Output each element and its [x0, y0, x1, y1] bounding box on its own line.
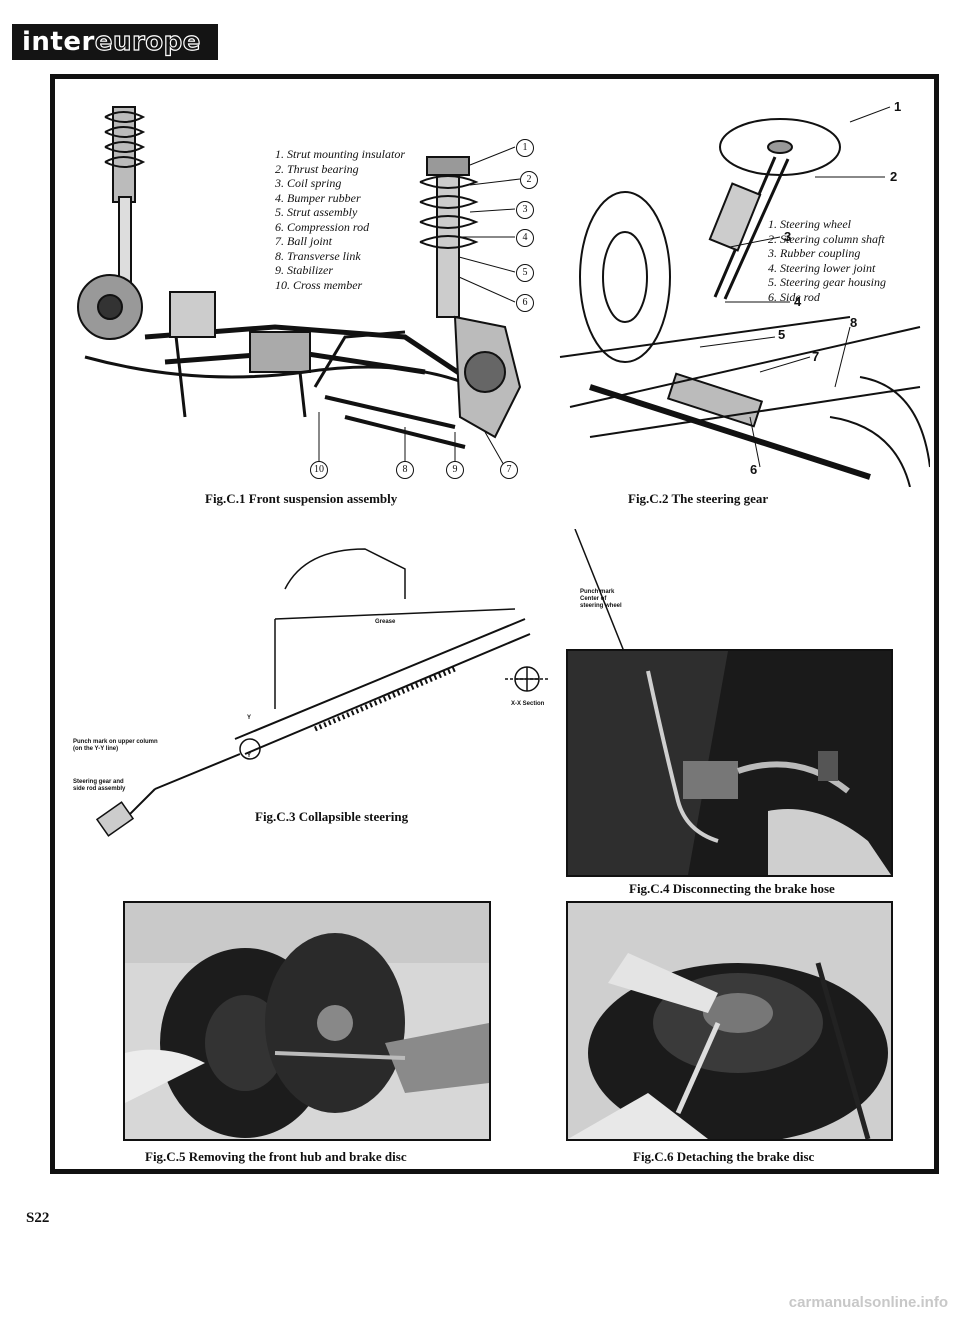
legend-item: 9. Stabilizer: [275, 263, 334, 277]
fig-c4-photo: [566, 649, 893, 877]
figures-frame: 1. Strut mounting insulator 2. Thrust be…: [50, 74, 939, 1174]
callout-5: 5: [778, 327, 786, 342]
hub-disc-photo: [125, 903, 489, 1139]
fig-c6-caption: Fig.C.6 Detaching the brake disc: [633, 1149, 815, 1164]
callout-1: 1: [516, 139, 534, 157]
callout-9: 9: [446, 461, 464, 479]
callout-5: 5: [516, 264, 534, 282]
fig-c3-illustration: Punch mark Center of steering wheel Grea…: [73, 529, 635, 859]
legend-item: 5. Steering gear housing: [768, 275, 886, 289]
fig-c1-legend: 1. Strut mounting insulator 2. Thrust be…: [275, 147, 405, 292]
callout-3: 3: [516, 201, 534, 219]
note-section: X-X Section: [511, 701, 545, 707]
callout-6: 6: [516, 294, 534, 312]
note-punch-column: Punch mark on upper column (on the Y-Y l…: [73, 739, 158, 752]
legend-item: 2. Steering column shaft: [768, 231, 885, 246]
callout-7: 7: [812, 349, 820, 364]
legend-item: 4. Bumper rubber: [275, 190, 361, 205]
fig-c5-caption: Fig.C.5 Removing the front hub and brake…: [145, 1149, 407, 1164]
callout-2: 2: [890, 169, 898, 184]
fig-c1-caption: Fig.C.1 Front suspension assembly: [205, 491, 398, 506]
note-grease: Grease: [375, 619, 396, 625]
callout-10: 10: [310, 461, 328, 479]
note-y-bottom: Y: [247, 753, 252, 759]
legend-item: 7. Ball joint: [275, 234, 332, 248]
callout-7: 7: [500, 461, 518, 479]
brand-part2: europe: [94, 26, 201, 57]
footer-watermark[interactable]: carmanualsonline.info: [788, 1294, 948, 1311]
fig-c6-photo: [566, 901, 893, 1141]
callout-6: 6: [750, 462, 758, 477]
legend-item: 3. Coil spring: [275, 176, 342, 190]
legend-item: 1. Strut mounting insulator: [275, 147, 406, 161]
fig-c2-legend: 1. Steering wheel 2. Steering column sha…: [768, 217, 886, 304]
suspension-drawing: [77, 106, 522, 468]
steering-gear-drawing: [559, 106, 930, 487]
note-y-top: Y: [247, 715, 252, 721]
callout-8: 8: [850, 315, 858, 330]
fig-c2-caption: Fig.C.2 The steering gear: [628, 491, 769, 506]
legend-item: 10. Cross member: [275, 277, 363, 292]
legend-item: 8. Transverse link: [275, 248, 361, 263]
legend-item: 2. Thrust bearing: [275, 161, 359, 176]
fig-c2-illustration: 1 2 3 4 5 7 8 6 1. Steering wheel 2. Ste…: [550, 87, 930, 487]
legend-item: 6. Side rod: [768, 289, 820, 304]
fig-c4-caption: Fig.C.4 Disconnecting the brake hose: [629, 881, 835, 896]
legend-item: 6. Compression rod: [275, 219, 370, 234]
callout-3: 3: [784, 229, 792, 244]
callout-2: 2: [520, 171, 538, 189]
note-punch-wheel: Punch mark Center of steering wheel: [580, 589, 622, 609]
legend-item: 4. Steering lower joint: [768, 260, 876, 275]
brake-disc-photo: [568, 903, 891, 1139]
brake-hose-photo: [568, 651, 891, 875]
collapsible-steering-drawing: [95, 529, 635, 837]
callout-4: 4: [794, 294, 802, 309]
fig-c5-photo: [123, 901, 491, 1141]
callout-1: 1: [894, 99, 902, 114]
fig-c3-caption: Fig.C.3 Collapsible steering: [255, 809, 409, 824]
callout-8a: 8: [396, 461, 414, 479]
brand-part1: inter: [22, 27, 95, 57]
legend-item: 1. Steering wheel: [768, 217, 851, 231]
callout-4: 4: [516, 229, 534, 247]
legend-item: 3. Rubber coupling: [768, 246, 861, 260]
note-gear-rod: Steering gear and side rod assembly: [73, 779, 126, 792]
page-number: S22: [26, 1210, 50, 1226]
legend-item: 5. Strut assembly: [275, 205, 358, 219]
fig-c1-illustration: 1. Strut mounting insulator 2. Thrust be…: [75, 87, 545, 479]
